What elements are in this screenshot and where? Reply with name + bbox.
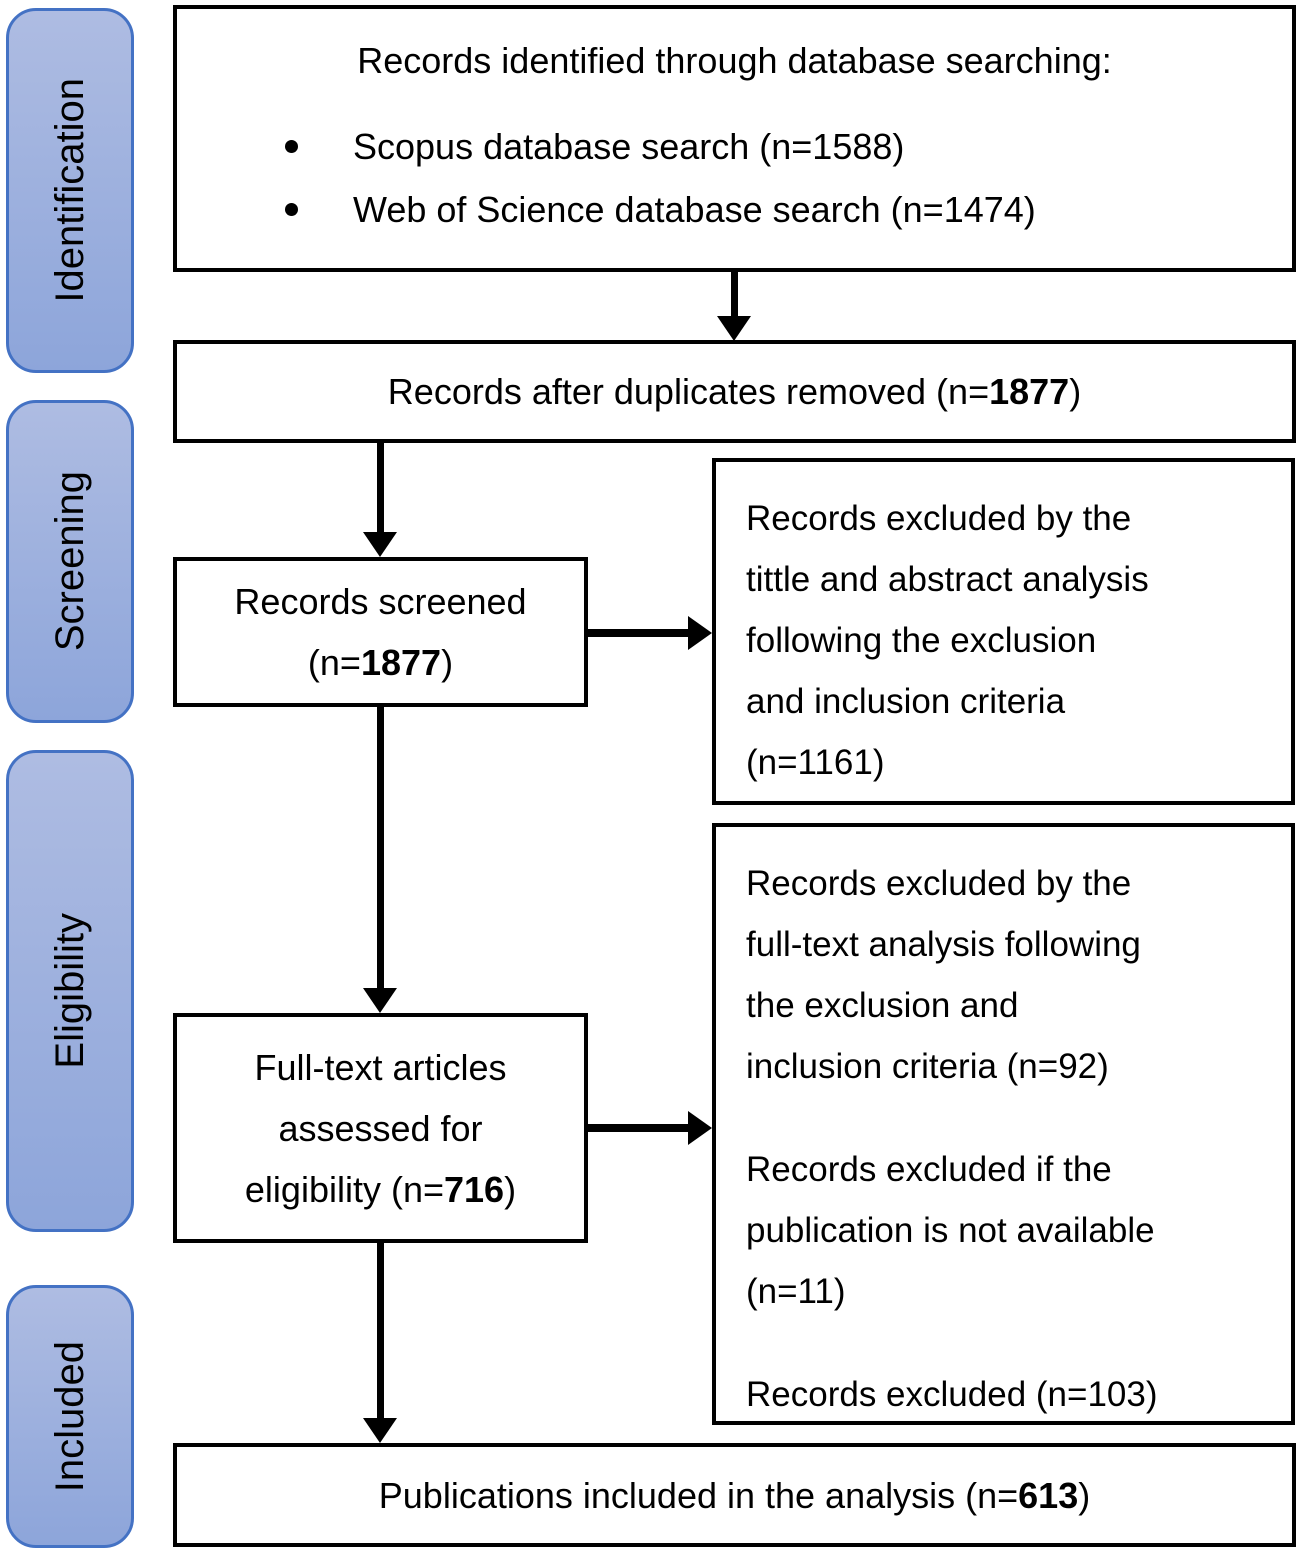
publications-included-count: 613 [1018, 1474, 1079, 1516]
arrowhead-right-icon [688, 616, 712, 650]
bullet-icon [285, 203, 298, 216]
stage-eligibility-label: Eligibility [47, 913, 92, 1069]
arrow-screened-to-excluded-line [588, 629, 690, 637]
records-screened-line1: Records screened [234, 581, 527, 622]
excluded-eligibility-line: (n=11) [746, 1272, 846, 1311]
excluded-total-text: Records excluded (n=103) [746, 1364, 1273, 1425]
stage-screening: Screening [6, 400, 134, 723]
excluded-eligibility-line: publication is not available [746, 1211, 1155, 1250]
box-publications-included: Publications included in the analysis (n… [173, 1443, 1296, 1547]
fulltext-suffix: ) [504, 1168, 517, 1210]
fulltext-count: 716 [444, 1168, 505, 1210]
scopus-search-label: Scopus database search (n=1588) [353, 126, 905, 167]
duplicates-removed-count: 1877 [989, 371, 1070, 412]
excluded-eligibility-line: the exclusion and [746, 986, 1019, 1025]
excluded-screening-line: and inclusion criteria [746, 682, 1066, 721]
excluded-not-available-text: Records excluded if the publication is n… [746, 1139, 1273, 1322]
excluded-screening-line: tittle and abstract analysis [746, 560, 1149, 599]
stage-identification: Identification [6, 8, 134, 373]
arrowhead-right-icon [688, 1111, 712, 1145]
fulltext-prefix: eligibility (n= [244, 1168, 444, 1210]
arrow-fulltext-to-excluded-line [588, 1124, 690, 1132]
excluded-screening-text: Records excluded by the tittle and abstr… [746, 488, 1273, 793]
box-excluded-screening: Records excluded by the tittle and abstr… [712, 458, 1295, 805]
list-item-web-of-science: Web of Science database search (n=1474) [177, 178, 1292, 241]
box-duplicates-removed: Records after duplicates removed (n=1877… [173, 340, 1296, 443]
arrow-duplicates-to-screened-line [377, 443, 384, 535]
publications-included-prefix: Publications included in the analysis (n… [378, 1474, 1019, 1516]
stage-eligibility: Eligibility [6, 750, 134, 1232]
records-screened-prefix: (n= [307, 642, 361, 683]
box-excluded-eligibility: Records excluded by the full-text analys… [712, 823, 1295, 1425]
fulltext-line2: assessed for [278, 1107, 483, 1149]
fulltext-line3: eligibility (n=716) [245, 1159, 516, 1220]
list-item-scopus: Scopus database search (n=1588) [177, 115, 1292, 178]
publications-included-suffix: ) [1078, 1474, 1091, 1516]
arrow-fulltext-to-included-line [377, 1243, 384, 1421]
box-records-screened: Records screened (n=1877) [173, 557, 588, 707]
stage-screening-label: Screening [47, 471, 92, 652]
arrowhead-down-icon [717, 316, 751, 341]
records-screened-line2: (n=1877) [308, 632, 453, 693]
fulltext-line1: Full-text articles [254, 1046, 507, 1088]
excluded-eligibility-line: Records excluded by the [746, 864, 1132, 903]
stage-identification-label: Identification [47, 78, 92, 303]
records-identified-title: Records identified through database sear… [357, 40, 1112, 81]
arrowhead-down-icon [363, 532, 397, 557]
arrowhead-down-icon [363, 988, 397, 1013]
box-records-identified: Records identified through database sear… [173, 5, 1296, 272]
excluded-screening-line: following the exclusion [746, 621, 1097, 660]
records-screened-suffix: ) [441, 642, 454, 683]
publications-included-text: Publications included in the analysis (n… [379, 1465, 1090, 1526]
box-fulltext-assessed: Full-text articles assessed for eligibil… [173, 1013, 588, 1243]
excluded-eligibility-line: full-text analysis following [746, 925, 1141, 964]
duplicates-removed-text: Records after duplicates removed (n=1877… [388, 361, 1081, 422]
excluded-eligibility-line: inclusion criteria (n=92) [746, 1047, 1109, 1086]
stage-included: Included [6, 1285, 134, 1548]
stage-included-label: Included [47, 1340, 92, 1493]
excluded-screening-line: Records excluded by the [746, 499, 1132, 538]
excluded-fulltext-criteria-text: Records excluded by the full-text analys… [746, 853, 1273, 1097]
duplicates-removed-prefix: Records after duplicates removed (n= [387, 371, 990, 412]
duplicates-removed-suffix: ) [1069, 371, 1082, 412]
arrow-identified-to-duplicates-line [731, 272, 738, 318]
excluded-screening-line: (n=1161) [746, 743, 885, 782]
web-of-science-search-label: Web of Science database search (n=1474) [353, 189, 1036, 230]
arrow-screened-to-fulltext-line [377, 707, 384, 995]
records-screened-count: 1877 [360, 642, 442, 683]
excluded-eligibility-line: Records excluded if the [746, 1150, 1112, 1189]
database-search-list: Scopus database search (n=1588) Web of S… [177, 115, 1292, 241]
bullet-icon [285, 140, 298, 153]
arrowhead-down-icon [363, 1418, 397, 1443]
excluded-eligibility-line: Records excluded (n=103) [746, 1375, 1158, 1414]
